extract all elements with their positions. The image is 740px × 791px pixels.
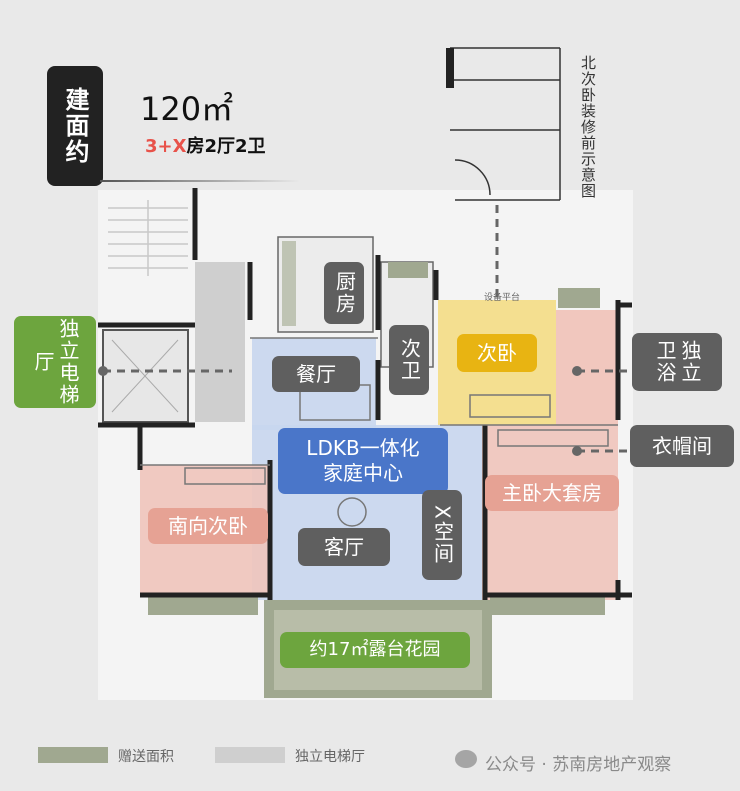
label-living-room: 客厅 bbox=[298, 528, 390, 566]
legend-label-elevator: 独立电梯厅 bbox=[295, 749, 365, 765]
layout-type: 3+X房2厅2卫 bbox=[145, 132, 266, 158]
label-wardrobe: 衣帽间 bbox=[630, 425, 734, 467]
layout-highlight: 3+X bbox=[145, 136, 187, 157]
legend-label-gifted: 赠送面积 bbox=[118, 749, 174, 765]
label-elevator-hall: 独立电梯厅 bbox=[14, 316, 96, 408]
legend-swatch-elevator bbox=[215, 747, 285, 763]
equipment-platform-note: 设备平台 bbox=[484, 293, 521, 303]
area-value: 120㎡ bbox=[140, 90, 234, 128]
north-bedroom-note: 北次卧装修前示意图 bbox=[579, 55, 597, 199]
area-badge: 建面约 bbox=[47, 66, 103, 186]
label-x-space: X空间 bbox=[422, 490, 462, 580]
label-private-bath: 独立卫浴 bbox=[632, 333, 722, 391]
label-terrace-garden: 约17㎡露台花园 bbox=[280, 632, 470, 668]
legend-swatch-gifted bbox=[38, 747, 108, 763]
watermark-text: 公众号 · 苏南房地产观察 bbox=[485, 755, 672, 775]
label-second-bath: 次卫 bbox=[389, 325, 429, 395]
layout-rest: 房2厅2卫 bbox=[186, 136, 266, 157]
label-dining: 餐厅 bbox=[272, 356, 360, 392]
label-kitchen: 厨房 bbox=[324, 262, 364, 324]
label-south-bedroom: 南向次卧 bbox=[148, 508, 268, 544]
header-divider bbox=[100, 180, 300, 182]
wechat-icon bbox=[455, 750, 477, 768]
label-ldkb-family-center: LDKB一体化家庭中心 bbox=[278, 428, 448, 494]
label-master-suite: 主卧大套房 bbox=[485, 475, 619, 511]
label-second-bedroom: 次卧 bbox=[457, 334, 537, 372]
